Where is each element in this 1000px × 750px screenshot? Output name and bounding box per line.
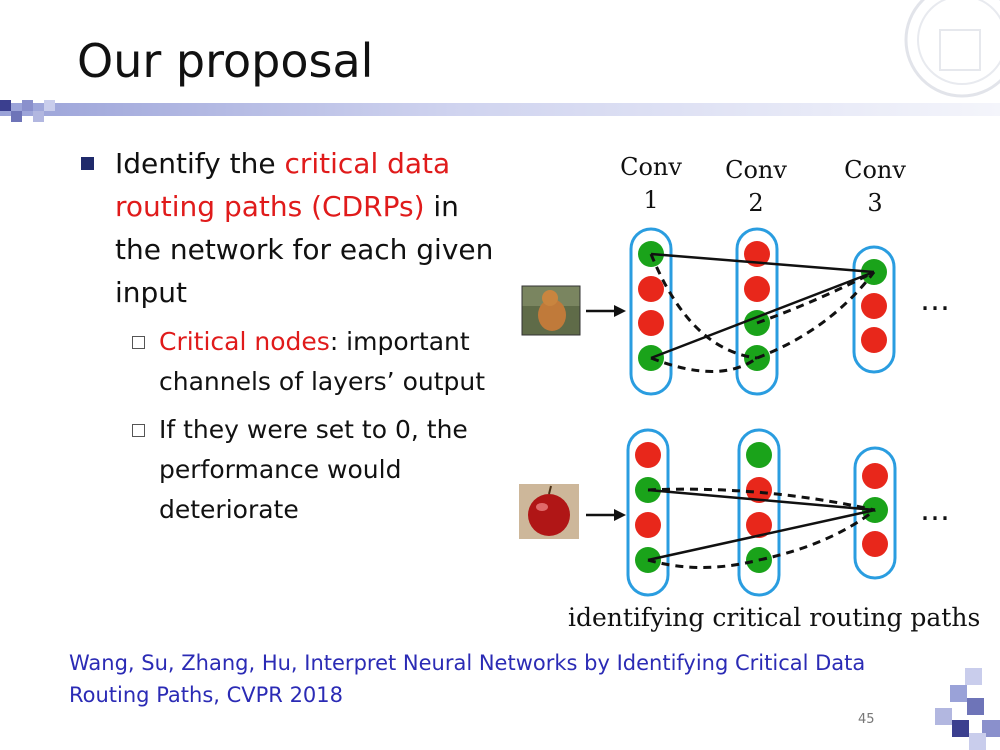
conv3-label-line1: Conv — [844, 156, 906, 184]
sub-bullet-box-icon — [132, 336, 145, 349]
apple-image — [519, 484, 579, 539]
page-number: 45 — [858, 712, 875, 727]
cdrp-diagram: Conv 1 Conv 2 Conv 3 — [519, 153, 950, 597]
sub-bullet-text: If they were set to 0, the performance w… — [159, 415, 468, 524]
sub-bullet-highlight: Critical nodes — [159, 327, 330, 356]
corner-decoration — [935, 668, 1000, 750]
bullet-highlight: critical data routing paths (CDRPs) — [115, 147, 451, 223]
bottom-network: … — [519, 428, 950, 597]
sub-bullet-text: : important channels of layers’ output — [159, 327, 486, 396]
diagram-caption: identifying critical routing paths — [568, 603, 981, 632]
bullet-list: Identify the critical data routing paths… — [77, 142, 497, 530]
bullet-item: Identify the critical data routing paths… — [77, 142, 497, 314]
ellipsis-bottom: … — [920, 493, 950, 528]
title-decoration-bar — [0, 100, 1000, 122]
bullet-square-icon — [81, 157, 94, 170]
sub-bullet-box-icon — [132, 424, 145, 437]
reference-citation: Wang, Su, Zhang, Hu, Interpret Neural Ne… — [69, 651, 866, 707]
top-network: … — [521, 227, 950, 396]
bullet-text-end: in the network for each given input — [115, 190, 494, 309]
conv1-label-line2: 1 — [643, 186, 658, 214]
ellipsis-top: … — [920, 283, 950, 318]
sub-bullet-deteriorate: If they were set to 0, the performance w… — [77, 410, 497, 530]
conv2-label-line2: 2 — [748, 189, 763, 217]
conv3-label-line2: 3 — [867, 189, 882, 217]
bullet-text: Identify the — [115, 147, 285, 180]
sub-bullet-critical-nodes: Critical nodes: important channels of la… — [77, 322, 497, 402]
slide-title: Our proposal — [77, 34, 374, 88]
cat-image — [521, 285, 581, 336]
conv1-label-line1: Conv — [620, 153, 682, 181]
university-seal-watermark — [904, 0, 1000, 98]
conv2-label-line1: Conv — [725, 156, 787, 184]
